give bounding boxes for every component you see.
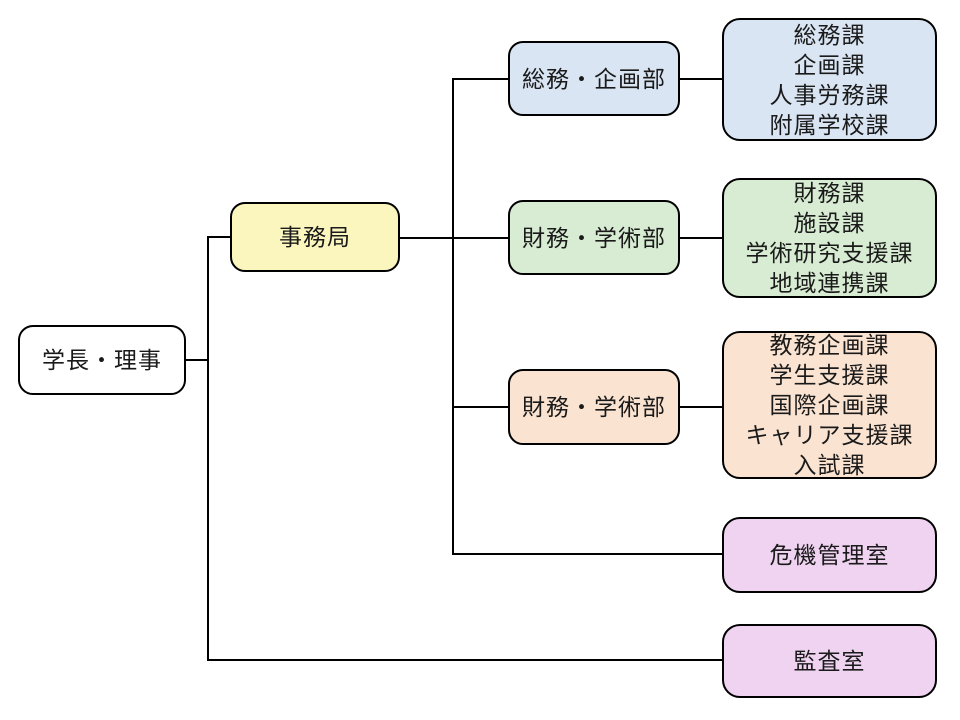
connector-dept1-to-sections: [680, 78, 722, 80]
node-dept-general-planning: 総務・企画部: [508, 41, 680, 116]
connector-trunk-to-admin: [207, 236, 230, 238]
connector-admin-to-dept2: [400, 237, 508, 239]
connector-dept3-to-sections: [680, 406, 722, 408]
connector-trunk-to-crisis: [452, 553, 722, 555]
node-sections-academic-student: 教務企画課 学生支援課 国際企画課 キャリア支援課 入試課: [722, 331, 937, 479]
connector-dept2-to-sections: [680, 237, 722, 239]
connector-president-to-trunk: [186, 359, 208, 361]
node-sections-finance-academic: 財務課 施設課 学術研究支援課 地域連携課: [722, 178, 937, 298]
connector-trunk-to-audit: [207, 659, 722, 661]
connector-trunk-to-dept1: [452, 78, 508, 80]
node-admin-office: 事務局: [230, 202, 400, 272]
node-president-trustees: 学長・理事: [18, 325, 186, 395]
node-dept-finance-academic-2: 財務・学術部: [508, 369, 680, 445]
connector-right-trunk-vertical: [452, 78, 454, 555]
node-crisis-management-office: 危機管理室: [722, 517, 937, 593]
connector-left-trunk-vertical: [207, 236, 209, 661]
node-sections-general-planning: 総務課 企画課 人事労務課 附属学校課: [722, 18, 937, 141]
connector-trunk-to-dept3: [452, 406, 508, 408]
node-dept-finance-academic: 財務・学術部: [508, 200, 680, 275]
node-audit-office: 監査室: [722, 624, 937, 698]
